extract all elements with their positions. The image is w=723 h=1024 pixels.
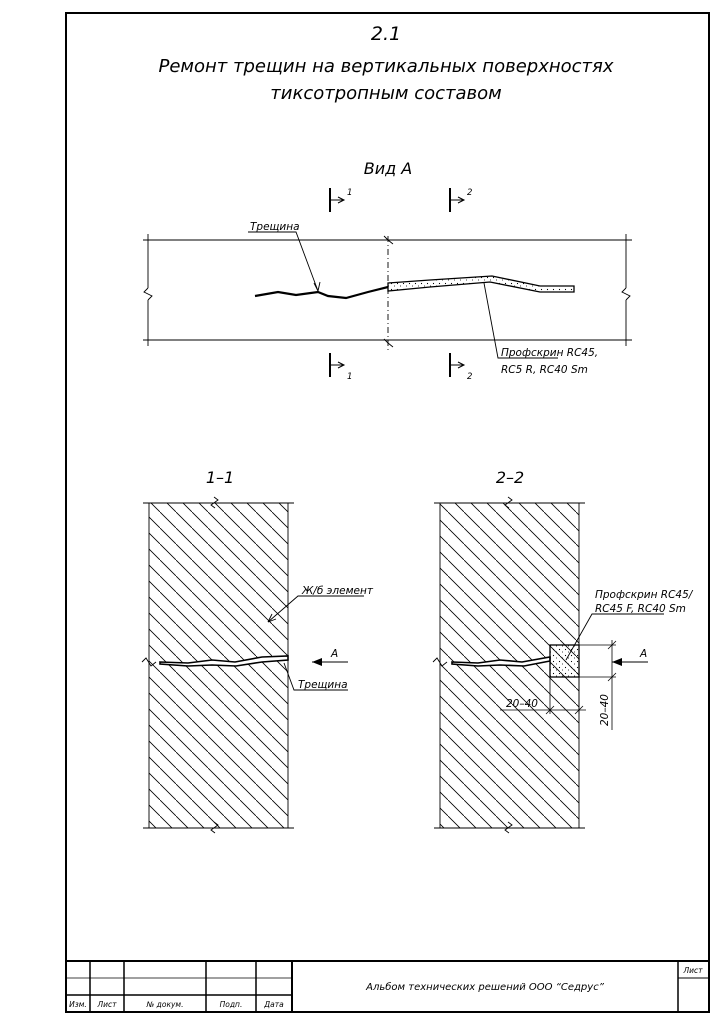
title-block-col-date: Дата <box>263 1000 284 1009</box>
section-1-crack <box>159 655 289 667</box>
section-2-dim-horizontal <box>500 677 586 715</box>
view-a: Вид А 1 2 <box>143 159 632 382</box>
view-a-repair-label-2: RC5 R, RC40 Sm <box>501 364 588 376</box>
cut-mark-2-top-label: 2 <box>467 188 472 198</box>
section-1-outline <box>141 496 294 834</box>
section-1-element-leader <box>267 595 364 623</box>
cut-mark-2-bottom <box>449 353 466 377</box>
section-1-title: 1–1 <box>206 468 234 487</box>
section-2-material-label-1: Профскрин RC45/ <box>595 589 694 601</box>
cut-mark-2-bottom-label: 2 <box>467 372 472 382</box>
title-line-2: тиксотропным составом <box>270 83 501 104</box>
section-1-element-label: Ж/б элемент <box>301 585 374 597</box>
section-2-material-leader <box>565 613 664 661</box>
section-1-1: 1–1 Ж/б элемент А Трещина <box>141 468 374 834</box>
view-a-wall-outline <box>143 234 632 352</box>
view-a-repair-leader <box>483 282 558 359</box>
title-line-1: Ремонт трещин на вертикальных поверхност… <box>159 56 614 77</box>
section-2-material-label-2: RC45 F, RC40 Sm <box>595 603 686 615</box>
section-1-crack-label: Трещина <box>298 679 348 691</box>
title-block-col-izm: Изм. <box>69 1000 87 1009</box>
section-2-dim-vertical-label: 20–40 <box>599 694 611 726</box>
sheet-number: 2.1 <box>371 23 401 45</box>
section-2-repair-pocket <box>549 644 580 678</box>
cut-mark-1-bottom <box>329 353 346 377</box>
section-1-crack-leader <box>283 662 348 691</box>
section-2-dim-horizontal-label: 20–40 <box>506 698 538 710</box>
view-a-crack-leader <box>248 231 319 292</box>
cut-mark-1-top-label: 1 <box>347 188 352 198</box>
section-2-view-label: А <box>639 648 647 660</box>
view-a-repair-strip <box>387 275 575 293</box>
section-1-view-label: А <box>330 648 338 660</box>
section-2-title: 2–2 <box>496 468 524 487</box>
section-2-2: 2–2 Профскрин RC45/ RC45 F, RC40 Sm А <box>432 468 694 834</box>
title-block-company: Альбом технических решений ООО “Седрус” <box>365 981 605 993</box>
cut-mark-2-top <box>449 188 466 212</box>
view-a-crack <box>254 285 389 300</box>
view-a-crack-label: Трещина <box>250 221 300 233</box>
section-2-dim-vertical <box>579 640 617 730</box>
view-a-repair-label-1: Профскрин RC45, <box>501 347 598 359</box>
sheet-frame <box>65 12 710 1013</box>
title-block-col-doc: № докум. <box>146 1000 184 1009</box>
title-block-col-list: Лист <box>96 1000 117 1009</box>
view-a-title: Вид А <box>364 159 412 178</box>
title-block-sheet-label: Лист <box>682 966 703 975</box>
cut-mark-1-top <box>329 188 346 212</box>
title-block <box>66 960 709 1012</box>
title-block-col-sign: Подп. <box>220 1000 243 1009</box>
cut-mark-1-bottom-label: 1 <box>347 372 352 382</box>
